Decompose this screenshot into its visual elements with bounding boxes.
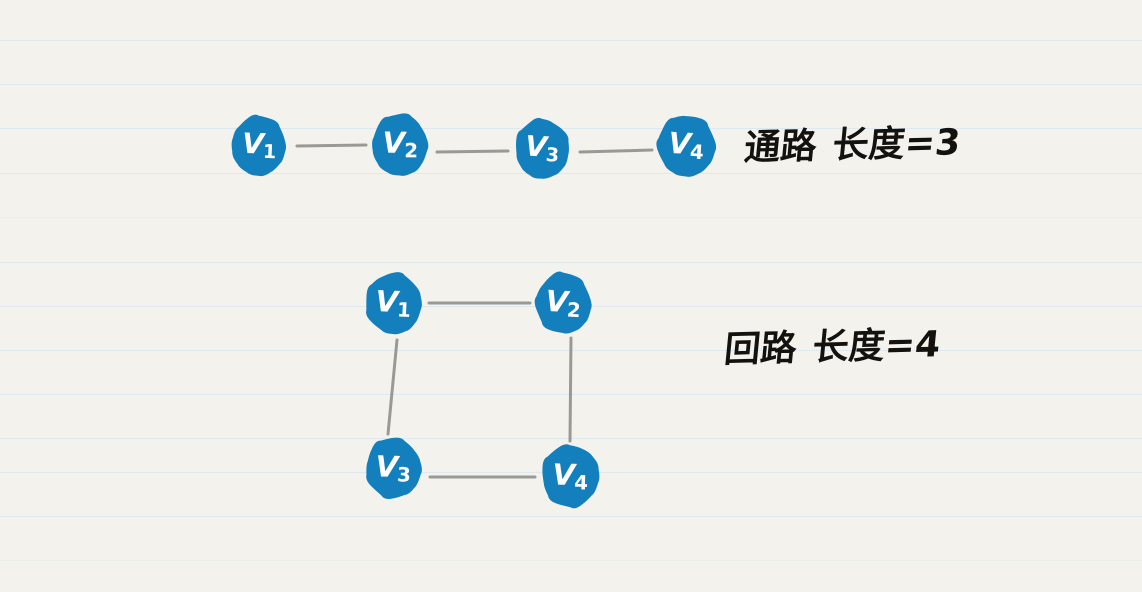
graph-edge-v1-v3 (386, 338, 399, 436)
graph-node-v1[interactable] (231, 114, 287, 177)
graph-edge-v2-v3 (435, 149, 510, 154)
diagram-path-graph (231, 113, 717, 179)
graph-node-v2[interactable] (534, 271, 593, 334)
graph-node-v2[interactable] (372, 113, 429, 176)
graph-node-v4[interactable] (656, 115, 717, 177)
annotation-term: 通路 (742, 125, 819, 169)
graph-node-v3[interactable] (516, 117, 570, 179)
annotation-path-graph: 通路长度=3 (742, 113, 963, 171)
diagram-cycle-graph (366, 271, 600, 509)
graph-node-v1[interactable] (366, 272, 423, 335)
annotation-cycle-graph: 回路长度=4 (722, 315, 943, 373)
annotation-length: 长度=3 (830, 122, 963, 167)
annotation-term: 回路 (722, 327, 799, 371)
annotation-length: 长度=4 (810, 324, 943, 369)
graph-node-v3[interactable] (366, 437, 423, 499)
graph-edge-v3-v4 (578, 148, 654, 154)
graph-edge-v1-v2 (295, 143, 368, 148)
graph-edge-v2-v4 (568, 336, 573, 443)
graph-node-v4[interactable] (542, 444, 600, 509)
